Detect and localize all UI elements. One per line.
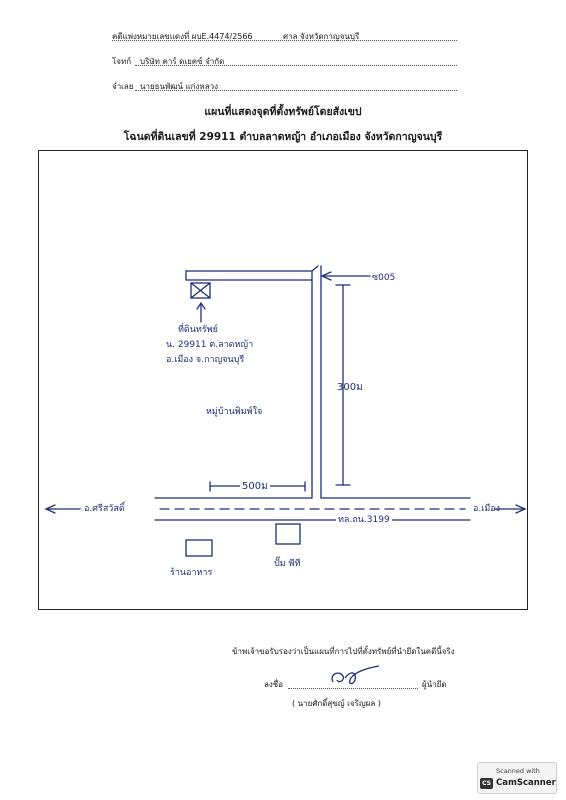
role-label: ผู้นำยึด bbox=[422, 680, 447, 689]
signature-graphic bbox=[331, 665, 380, 685]
soi-number-label: ซ005 bbox=[372, 273, 396, 283]
signer-name: ( นายศักดิ์สุขญ์ เจริญผล ) bbox=[292, 699, 381, 708]
landmark-box-right bbox=[275, 523, 301, 545]
signature-dotted-line bbox=[288, 688, 418, 689]
defendant-label: จำเลย bbox=[112, 82, 134, 91]
map-title: แผนที่แสดงจุดที่ตั้งทรัพย์โดยสังเขป bbox=[204, 106, 362, 118]
header-dotted-line-1 bbox=[112, 40, 457, 41]
case-number-label: คดีแพ่งหมายเลขแดงที่ ผบE.4474/2566 bbox=[112, 32, 253, 41]
court-value: จังหวัดกาญจนบุรี bbox=[300, 32, 360, 41]
landmark-box-left bbox=[185, 539, 213, 557]
distance-horizontal-label: 500ม bbox=[240, 479, 270, 494]
right-destination-label: อ.เมือง bbox=[473, 504, 501, 514]
camscanner-badge: Scanned with CS CamScanner bbox=[477, 762, 557, 794]
court-label: ศาล bbox=[283, 32, 298, 41]
plaintiff-value: บริษัท คาร์ ดเยคซ์ จำกัด bbox=[140, 57, 225, 66]
highway-label: ทล.ถน.3199 bbox=[336, 512, 392, 526]
header-dotted-line-2 bbox=[135, 65, 457, 66]
landmark-right-label: ปั๊ม พีที bbox=[274, 559, 301, 569]
badge-line-2: CamScanner bbox=[496, 778, 556, 788]
distance-vertical-label: 300ม bbox=[337, 382, 363, 393]
badge-line-1: Scanned with bbox=[496, 767, 540, 775]
map-frame bbox=[38, 150, 528, 610]
defendant-value: นายธนพัฒน์ แก่งหลวง bbox=[140, 82, 218, 91]
village-label: หมู่บ้านพิมพ์ใจ bbox=[206, 407, 263, 417]
soi-pointer-arrowhead bbox=[320, 271, 332, 281]
sign-label: ลงชื่อ bbox=[264, 680, 284, 689]
certification-statement: ข้าพเจ้าขอรับรองว่าเป็นแผนที่การไปที่ตั้… bbox=[232, 647, 455, 656]
left-destination-label: อ.ศรีสวัสดิ์ bbox=[84, 504, 125, 514]
header-dotted-line-3 bbox=[135, 90, 457, 91]
landmark-left-label: ร้านอาหาร bbox=[170, 568, 213, 578]
camscanner-logo-icon: CS bbox=[480, 778, 493, 789]
property-note-line-2: น. 29911 ต.ลาดหญ้า bbox=[166, 340, 254, 350]
plaintiff-label: โจทก์ bbox=[112, 57, 132, 66]
property-parcel-box bbox=[190, 282, 211, 299]
property-note-line-1: ที่ดินทรัพย์ bbox=[178, 325, 218, 335]
property-note-line-3: อ.เมือง จ.กาญจนบุรี bbox=[166, 355, 245, 365]
deed-title: โฉนดที่ดินเลขที่ 29911 ตำบลลาดหญ้า อำเภอ… bbox=[123, 131, 443, 143]
